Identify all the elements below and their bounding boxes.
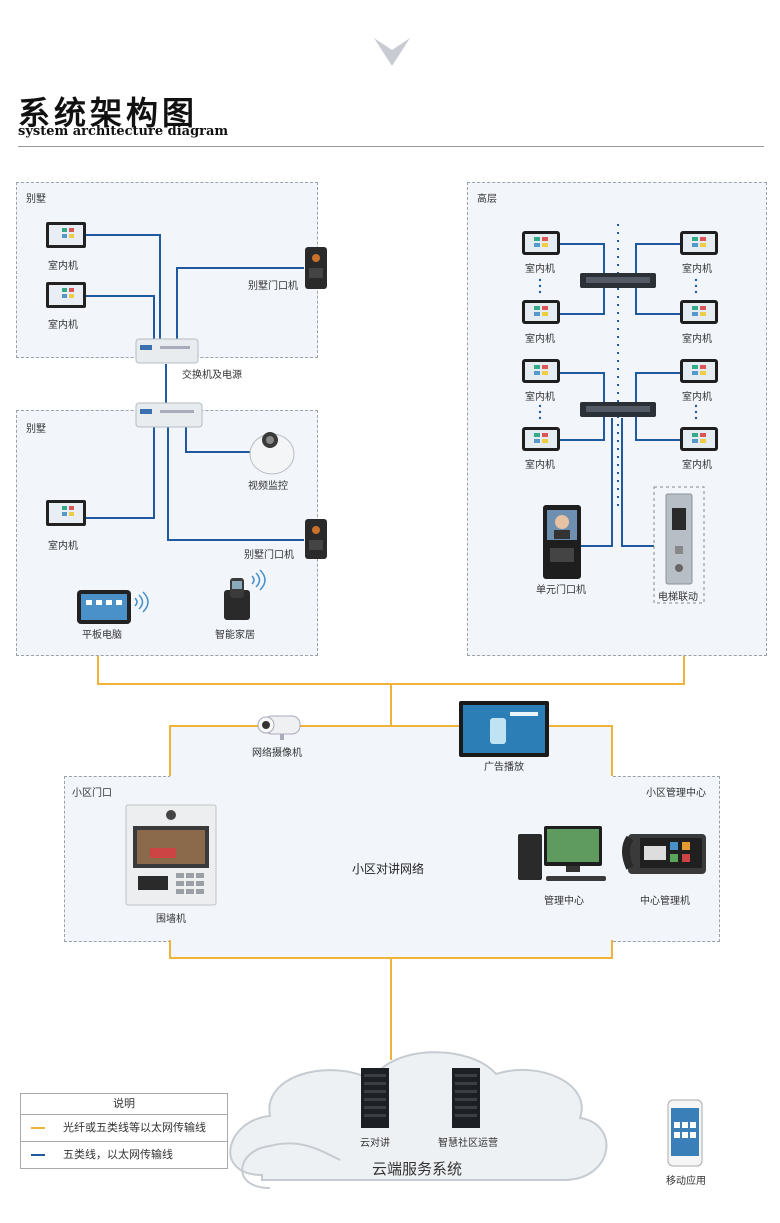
center-console-label: 中心管理机 [640, 896, 690, 907]
server-rack-icon [452, 1068, 480, 1128]
title-divider [18, 146, 764, 147]
legend: 说明 光纤或五类线等以太网传输线 五类线，以太网传输线 [20, 1093, 228, 1169]
server-rack-icon [361, 1068, 389, 1128]
indoor-monitor-icon [522, 359, 560, 383]
villa-door-station-label: 别墅门口机 [248, 281, 298, 292]
highrise-indoor-monitors [522, 231, 718, 451]
villa-top-zone [16, 182, 318, 358]
ad-display-icon [459, 701, 549, 757]
legend-header: 说明 [21, 1094, 227, 1115]
elevator-panel-icon [665, 493, 693, 585]
legend-swatch-orange [31, 1127, 45, 1129]
highrise-indoor-label: 室内机 [525, 392, 555, 403]
switch-label: 交换机及电源 [182, 370, 242, 381]
camera-label: 视频监控 [248, 481, 288, 492]
door-station-icon [305, 519, 327, 559]
highrise-indoor-label: 室内机 [682, 334, 712, 345]
indoor-monitor-icon [46, 222, 86, 248]
indoor-monitor-icon [680, 427, 718, 451]
indoor-monitor-label: 室内机 [48, 261, 78, 272]
villa-top-label: 别墅 [26, 194, 46, 205]
indoor-monitor-icon [522, 300, 560, 324]
highrise-indoor-label: 室内机 [682, 460, 712, 471]
villa-bottom-label: 别墅 [26, 424, 46, 435]
server-label: 智慧社区运营 [438, 1138, 498, 1149]
legend-item-label: 五类线，以太网传输线 [63, 1148, 173, 1161]
wifi-icon [251, 569, 266, 591]
gate-station-icon [125, 804, 217, 906]
server-label: 云对讲 [360, 1138, 390, 1149]
indoor-monitor-icon [522, 427, 560, 451]
highrise-label: 高层 [477, 194, 497, 205]
indoor-monitor-icon [680, 231, 718, 255]
legend-item-label: 光纤或五类线等以太网传输线 [63, 1121, 206, 1134]
highrise-indoor-label: 室内机 [525, 264, 555, 275]
page-title: 系统架构图 [18, 94, 199, 132]
cloud-title: 云端服务系统 [372, 1160, 463, 1178]
elevator-label: 电梯联动 [658, 592, 698, 603]
gate-zone-label: 小区门口 [72, 788, 112, 799]
community-network-label: 小区对讲网络 [352, 862, 425, 876]
switch-icon [135, 338, 199, 364]
ad-display-label: 广告播放 [484, 762, 524, 773]
tablet-icon [77, 590, 131, 624]
smart-home-phone-icon [224, 578, 250, 620]
indoor-monitor-icon [46, 500, 86, 526]
indoor-monitor-icon [680, 300, 718, 324]
mobile-phone-icon [667, 1099, 703, 1167]
page-subtitle: system architecture diagram [18, 124, 229, 139]
bullet-camera-icon [257, 715, 301, 740]
indoor-monitor-icon [522, 231, 560, 255]
center-console-icon [622, 834, 706, 874]
desktop-pc-icon [518, 826, 606, 881]
mobile-label: 移动应用 [666, 1176, 706, 1187]
indoor-monitor-icon [680, 359, 718, 383]
tablet-label: 平板电脑 [82, 630, 122, 641]
network-camera-label: 网络摄像机 [252, 748, 302, 759]
indoor-monitor-label: 室内机 [48, 541, 78, 552]
highrise-zone [467, 182, 767, 656]
switch-icon [580, 273, 656, 288]
vertical-ellipsis [538, 278, 698, 420]
indoor-monitor-label: 室内机 [48, 320, 78, 331]
door-station-icon [305, 247, 327, 289]
indoor-monitor-icon [46, 282, 86, 308]
unit-door-station-icon [543, 505, 581, 579]
switch-icon [135, 402, 203, 428]
legend-item: 五类线，以太网传输线 [21, 1142, 227, 1168]
legend-swatch-blue [31, 1154, 45, 1156]
dome-camera-icon [249, 432, 295, 475]
highrise-indoor-label: 室内机 [682, 264, 712, 275]
switch-icon [580, 402, 656, 417]
highrise-indoor-label: 室内机 [682, 392, 712, 403]
mgmt-zone-label: 小区管理中心 [646, 788, 706, 799]
smart-home-label: 智能家居 [215, 630, 255, 641]
mgmt-center-label: 管理中心 [544, 896, 584, 907]
blue-wires-highrise [560, 243, 680, 547]
blue-wires-villa [86, 234, 304, 541]
elevator-frame [653, 486, 705, 604]
unit-door-label: 单元门口机 [536, 585, 586, 596]
gate-device-label: 围墙机 [156, 914, 186, 925]
cloud-shape [229, 1051, 608, 1189]
wifi-icon [134, 591, 149, 613]
highrise-indoor-label: 室内机 [525, 460, 555, 471]
orange-wires [97, 656, 685, 1060]
legend-item: 光纤或五类线等以太网传输线 [21, 1115, 227, 1142]
villa-door-station-label: 别墅门口机 [244, 550, 294, 561]
highrise-indoor-label: 室内机 [525, 334, 555, 345]
chevron-down-icon [374, 38, 410, 66]
